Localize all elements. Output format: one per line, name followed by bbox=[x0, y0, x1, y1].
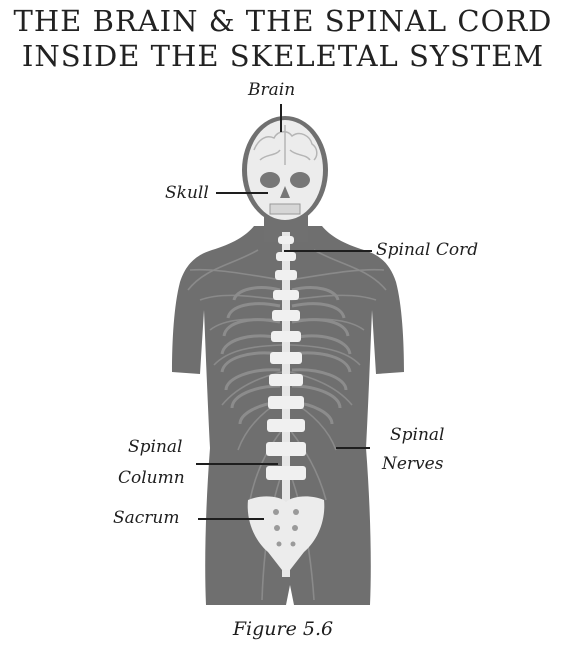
label-spinal-nerves-line-2: Nerves bbox=[382, 454, 444, 474]
label-spinal-column-line-2: Column bbox=[118, 468, 185, 488]
label-spinal-cord: Spinal Cord bbox=[376, 240, 479, 260]
right-eye-socket bbox=[290, 172, 310, 188]
left-eye-socket bbox=[260, 172, 280, 188]
leader-lines bbox=[196, 104, 372, 520]
label-skull: Skull bbox=[165, 183, 209, 203]
label-sacrum: Sacrum bbox=[113, 508, 180, 528]
sacral-foramina bbox=[273, 509, 299, 547]
teeth bbox=[269, 203, 301, 215]
label-brain: Brain bbox=[248, 80, 296, 100]
brain-folds bbox=[253, 125, 318, 165]
title-line-1: THE BRAIN & THE SPINAL CORD bbox=[13, 4, 553, 38]
title-line-2: INSIDE THE SKELETAL SYSTEM bbox=[21, 39, 545, 73]
figure-caption: Figure 5.6 bbox=[232, 618, 334, 640]
nasal-cavity bbox=[280, 186, 290, 198]
skull bbox=[247, 120, 323, 220]
vertebrae bbox=[266, 236, 306, 480]
label-spinal-column-line-1: Spinal bbox=[128, 437, 183, 457]
pelvis bbox=[247, 496, 325, 570]
label-spinal-nerves-line-1: Spinal bbox=[390, 425, 445, 445]
